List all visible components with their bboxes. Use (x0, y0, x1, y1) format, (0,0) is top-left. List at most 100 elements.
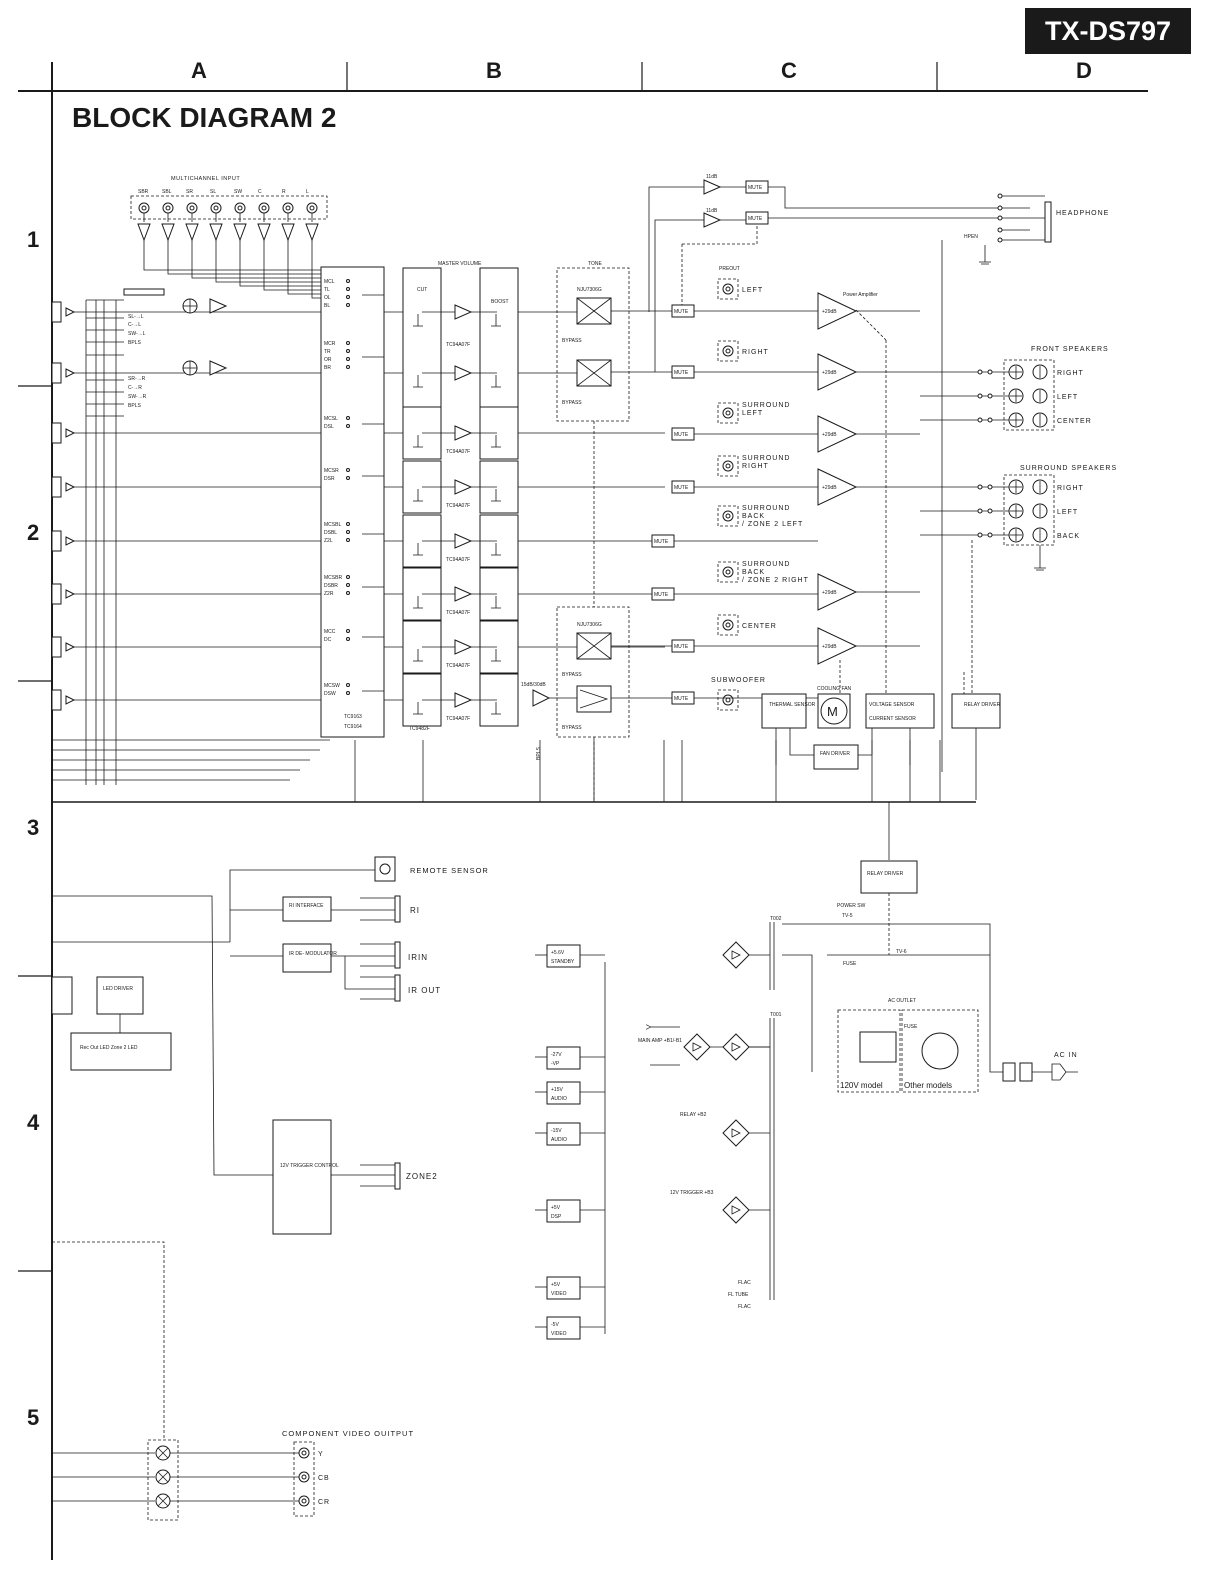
relay-b2-label: RELAY +B2 (680, 1112, 707, 1118)
diode-bridge (722, 1119, 750, 1147)
preout-section: PREOUT LEFTRIGHTSURROUNDLEFTSURROUNDRIGH… (549, 266, 818, 711)
page-title: BLOCK DIAGRAM 2 (72, 102, 337, 133)
svg-text:+29dB: +29dB (822, 644, 837, 650)
downmix-b-4: BPLS (128, 403, 141, 409)
selector-input-dsr: DSR (324, 476, 335, 482)
selector-input-dsbl: DSBL (324, 530, 337, 536)
svg-text:+29dB: +29dB (822, 485, 837, 491)
volume-cut-label: CUT (417, 287, 427, 293)
hp-gain-1: 11dB (706, 174, 718, 180)
rail-box (546, 1122, 581, 1146)
svg-text:TC94A07F: TC94A07F (446, 503, 470, 509)
fuse-label: FUSE (843, 961, 857, 967)
model-120v-label: 120V model (840, 1081, 883, 1090)
mci-buffer (137, 223, 151, 242)
led-driver-label: LED DRIVER (103, 986, 133, 992)
power-supply: RELAY DRIVER POWER SW TV-5 TV-6 FUSE T00… (535, 860, 1078, 1340)
tone-bypass-lower-2: BYPASS (562, 725, 582, 731)
sub-gain-label: 15dB/30dB (521, 682, 546, 688)
fan-motor-icon: M (827, 704, 838, 719)
control-bus (52, 740, 976, 860)
svg-text:VIDEO: VIDEO (551, 1291, 567, 1297)
downmix-a-2: C-→L (128, 322, 141, 328)
rail-label-6: -5V (551, 1322, 559, 1328)
svg-text:VIDEO: VIDEO (551, 1331, 567, 1337)
fl-tube-label: FL TUBE (728, 1292, 749, 1298)
hpen-label: HPEN (964, 234, 978, 240)
volume-opamp-label: TC94A07F (446, 342, 470, 348)
selector-ic-1: TC9163 (344, 714, 362, 720)
svg-text:MUTE: MUTE (674, 696, 689, 702)
svg-text:STANDBY: STANDBY (551, 959, 575, 965)
power-amplifier: Power Amplifier +29dB+29dB+29dB+29dB+29d… (817, 292, 920, 700)
selector-input-mcc: MCC (324, 629, 336, 635)
selector-input-mcsbr: MCSBR (324, 575, 342, 581)
tv6-label: TV-6 (896, 949, 907, 955)
mci-jack-label-sbr: SBR (138, 189, 149, 195)
volume-ic-label: TC9482F (409, 726, 430, 732)
selector-input-tr: TR (324, 349, 331, 355)
downmix-a-4: BPLS (128, 340, 141, 346)
ir-demod-label: IR DE- MODULATOR (289, 951, 337, 957)
ac-in-label: AC IN (1054, 1052, 1078, 1059)
thermal-sensor-label: THERMAL SENSOR (769, 702, 816, 708)
led-box-label: Rec Out LED Zone 2 LED (80, 1045, 138, 1051)
power-relay-driver-label: RELAY DRIVER (867, 871, 904, 877)
svg-text:MUTE: MUTE (654, 592, 669, 598)
svg-text:TC94A07F: TC94A07F (446, 449, 470, 455)
component-jack-label-0: Y (318, 1451, 324, 1458)
model-other-label: Other models (904, 1081, 952, 1090)
rail-box (546, 1276, 581, 1300)
mci-buffer (209, 223, 223, 242)
mci-buffer (257, 223, 271, 242)
trigger-b3-label: 12V TRIGGER +B3 (670, 1190, 714, 1196)
component-jack-label-1: CB (318, 1475, 330, 1482)
selector-input-mcsr: MCSR (324, 468, 339, 474)
current-sensor-label: CURRENT SENSOR (869, 716, 916, 722)
preout-label-1: RIGHT (742, 349, 769, 356)
svg-text:+29dB: +29dB (822, 432, 837, 438)
selector-input-mcsl: MCSL (324, 416, 338, 422)
volume-boost-label: BOOST (491, 299, 509, 305)
downmix-b-3: SW-→R (128, 394, 147, 400)
tone-bypass-lower: BYPASS (562, 672, 582, 678)
control-section: REMOTE SENSOR RI INTERFACE RI IR DE- MOD… (51, 856, 488, 1235)
outlet-fuse-label: FUSE (904, 1024, 918, 1030)
preout-title: PREOUT (719, 266, 740, 272)
power-sw-label: POWER SW (837, 903, 866, 909)
mci-buffer (281, 223, 295, 242)
svg-text:AUDIO: AUDIO (551, 1096, 567, 1102)
mci-jack-label-sw: SW (234, 189, 242, 195)
mci-jack-label-sr: SR (186, 189, 193, 195)
selector-ic-2: TC9164 (344, 724, 362, 730)
downmix-a-1: SL-→L (128, 314, 144, 320)
rail-label-4: +5V (551, 1205, 561, 1211)
diode-bridge (683, 1033, 711, 1061)
t002-label: T002 (770, 916, 782, 922)
cooling-fan-label: COOLING FAN (817, 686, 852, 692)
rail-box (546, 1199, 581, 1223)
preout-label-4: / ZONE 2 LEFT (742, 521, 803, 528)
column-label-a: A (191, 58, 207, 83)
hp-mute-2: MUTE (748, 216, 763, 222)
headphone-jack: HEADPHONE HPEN (941, 193, 1108, 772)
front-terminal-2: CENTER (1057, 418, 1092, 425)
front-terminal-0: RIGHT (1057, 370, 1084, 377)
rail-box (546, 1046, 581, 1070)
svg-text:MUTE: MUTE (674, 370, 689, 376)
selector-input-dsl: DSL (324, 424, 334, 430)
power-amp (817, 292, 858, 330)
row-label-5: 5 (27, 1405, 40, 1430)
model-badge: TX-DS797 (1025, 8, 1191, 54)
downmix-selector-a: SL-→L C-→L SW-→L BPLS (123, 288, 228, 346)
surround-terminal-2: BACK (1057, 533, 1080, 540)
trigger-label: 12V TRIGGER CONTROL (280, 1163, 339, 1169)
rail-box (546, 1081, 581, 1105)
preout-label-3: SURROUND (742, 455, 790, 462)
rail-label-3: -15V (551, 1128, 562, 1134)
diode-bridge (722, 941, 750, 969)
preout-label-3: RIGHT (742, 463, 769, 470)
front-speakers-title: FRONT SPEAKERS (1031, 346, 1109, 353)
svg-text:TC94A07F: TC94A07F (446, 663, 470, 669)
